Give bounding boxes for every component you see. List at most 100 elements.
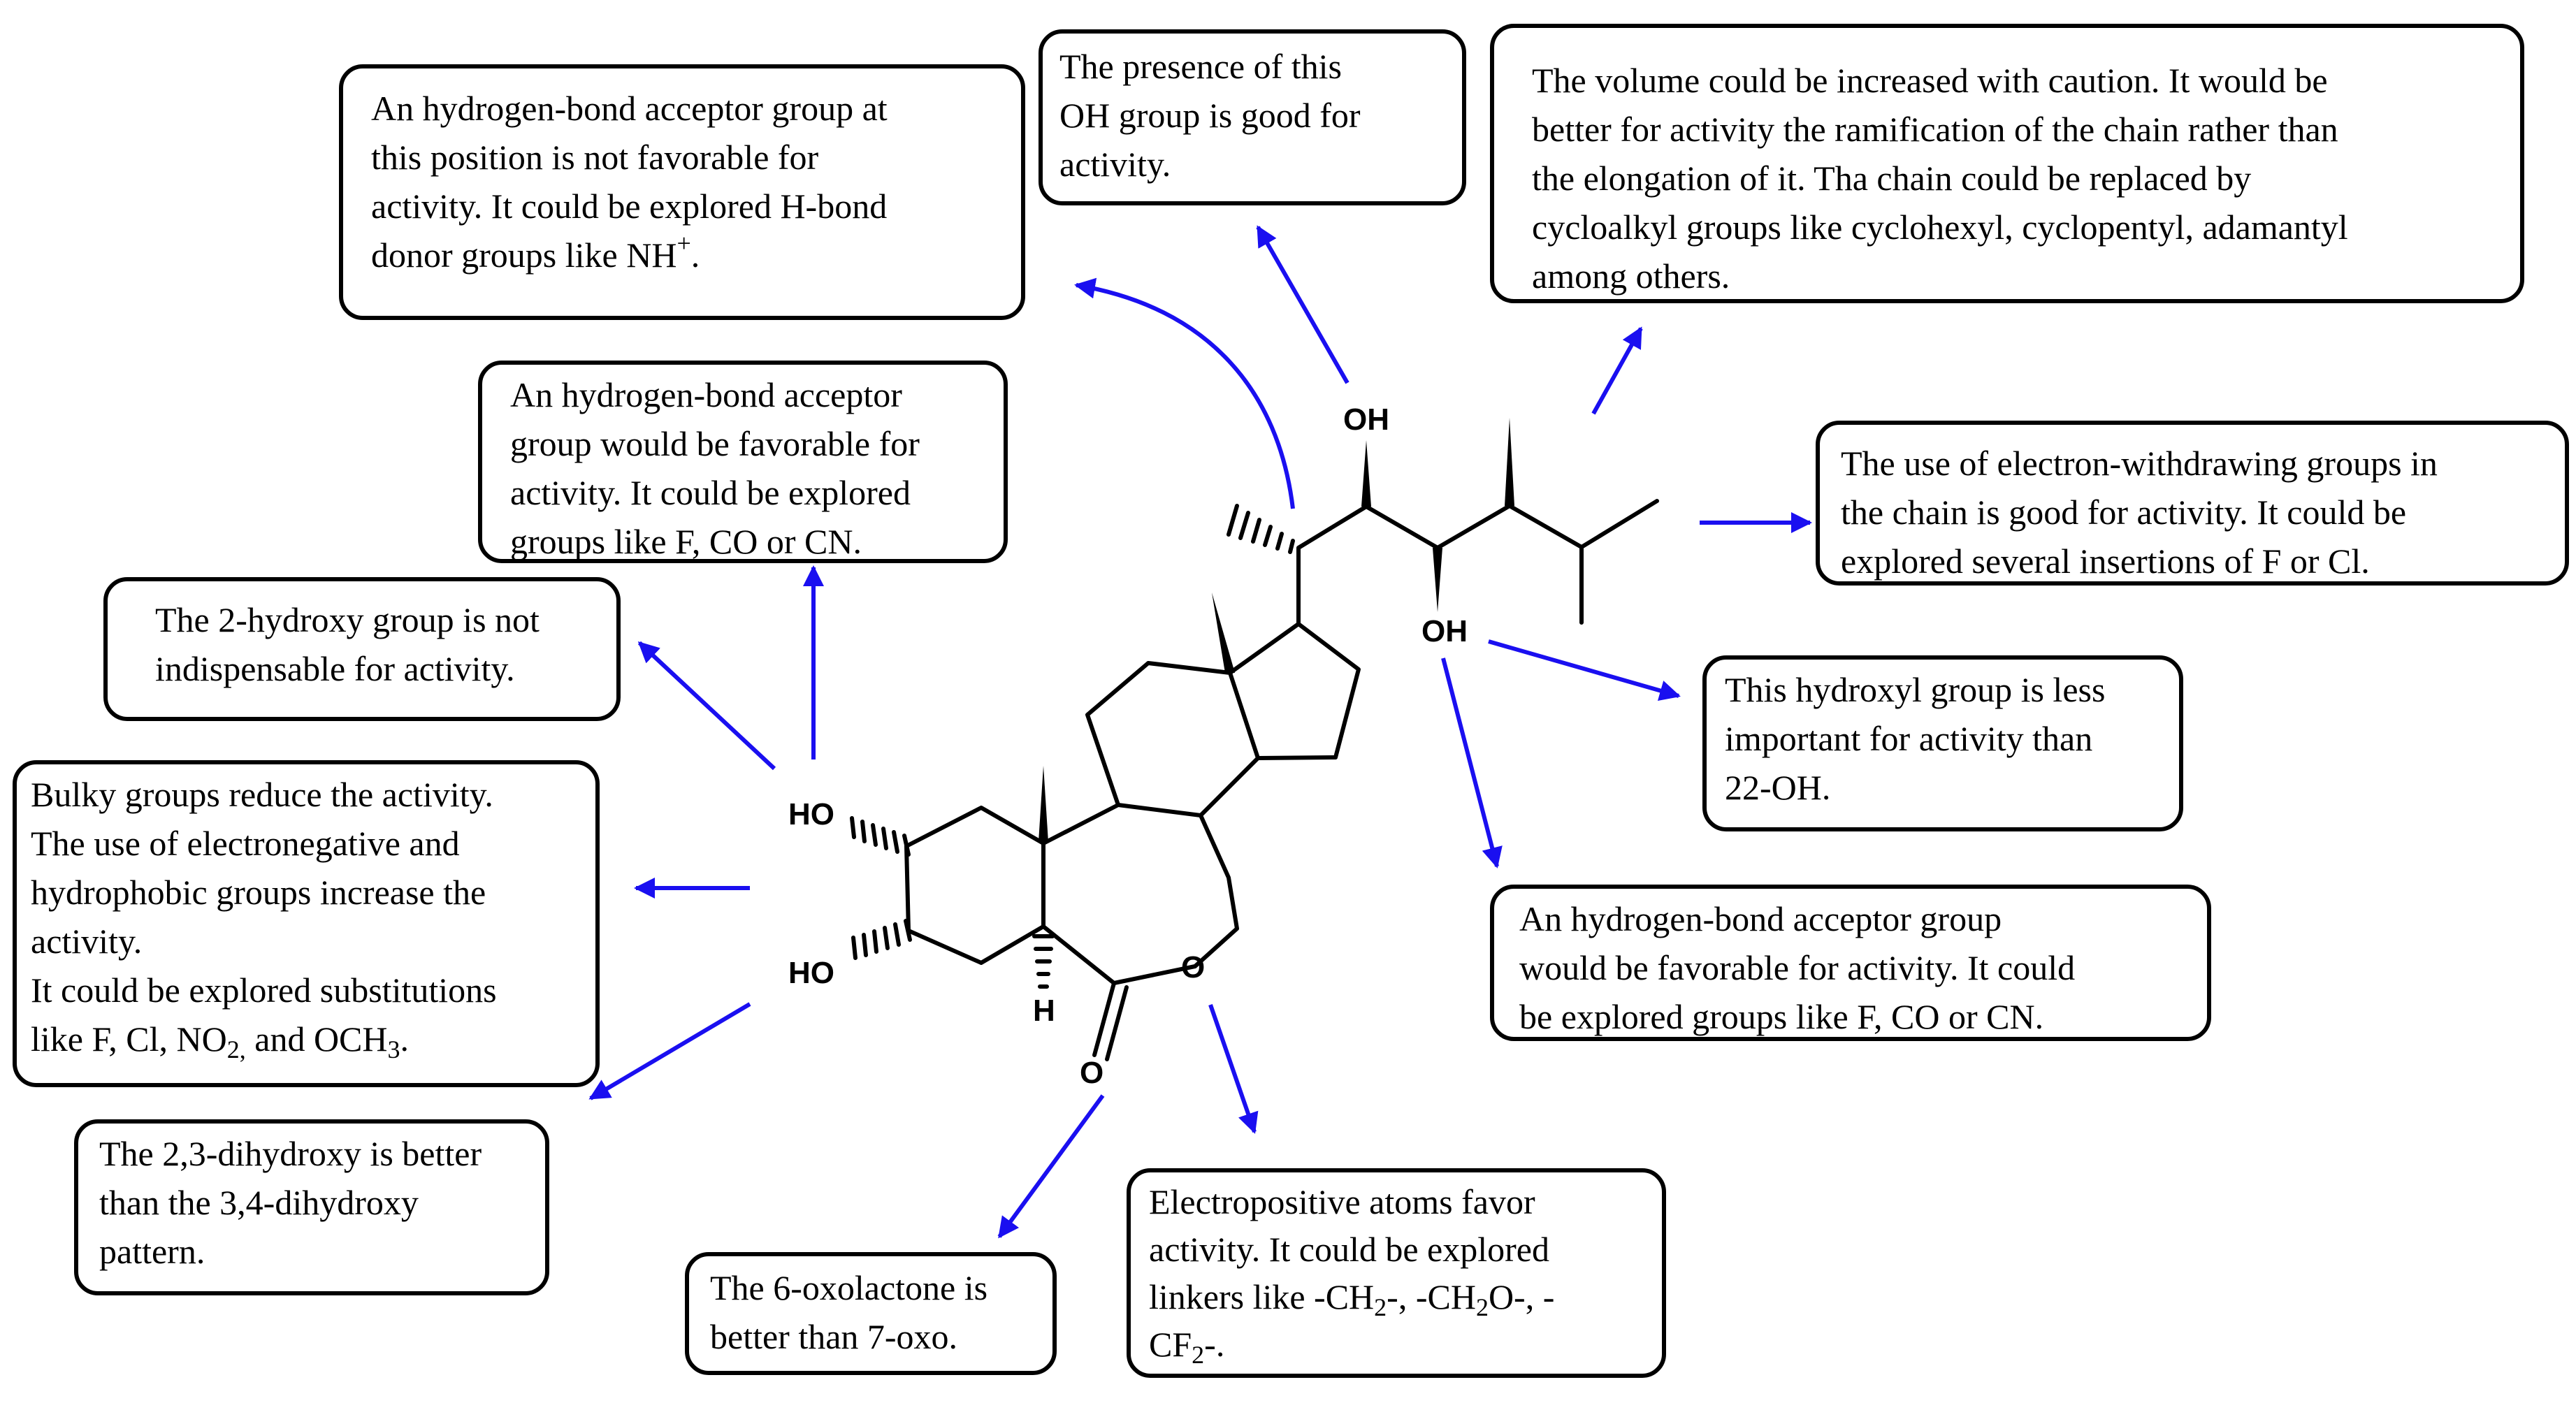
note-line: 22-OH. (1725, 768, 1831, 807)
note-line: The presence of this (1059, 47, 1343, 86)
label-22-oh: OH (1343, 402, 1389, 437)
arrow-electropositive (1208, 1004, 1259, 1134)
arrow-23-oh-less-important (1488, 639, 1681, 701)
note-electropositive: Electropositive atoms favor activity. It… (1127, 1168, 1666, 1378)
label-3-ho: HO (788, 956, 834, 990)
note-line: the chain is good for activity. It could… (1841, 493, 2407, 532)
note-line: activity. It could be explored (510, 473, 911, 512)
note-volume-caution: The volume could be increased with cauti… (1490, 24, 2524, 303)
note-line: Bulky groups reduce the activity. (31, 775, 493, 814)
note-line: This hydroxyl group is less (1725, 670, 2106, 709)
note-line: activity. It could be explored H-bond (371, 187, 888, 226)
note-electron-withdrawing: The use of electron-withdrawing groups i… (1816, 421, 2569, 586)
note-line: the elongation of it. Tha chain could be… (1532, 159, 2252, 198)
note-line: An hydrogen-bond acceptor group at (371, 89, 888, 128)
note-text: like F, Cl, NO (31, 1019, 227, 1059)
note-two-hydroxy: The 2-hydroxy group is not indispensable… (103, 577, 621, 721)
arrow-oxolactone (997, 1094, 1105, 1239)
note-line: donor groups like NH+. (371, 231, 993, 279)
note-text: donor groups like NH (371, 235, 677, 275)
note-line: indispensable for activity. (155, 649, 515, 688)
note-text: linkers like -CH (1149, 1277, 1375, 1316)
note-line: The use of electronegative and (31, 824, 460, 863)
note-line: activity. (31, 922, 143, 961)
note-line: It could be explored substitutions (31, 971, 497, 1010)
note-line: explored several insertions of F or Cl. (1841, 541, 2370, 581)
note-line: be explored groups like F, CO or CN. (1519, 997, 2044, 1036)
hashed-wedge-2-oh (850, 816, 911, 857)
ring-a (904, 806, 1045, 965)
ring-c (1085, 661, 1260, 817)
note-line: An hydrogen-bond acceptor (510, 375, 902, 414)
label-ring-o: O (1181, 950, 1205, 984)
subscript: 2 (1374, 1293, 1387, 1321)
hashed-wedge-c20-methyl (1227, 504, 1295, 554)
note-line: than the 3,4-dihydroxy (99, 1183, 419, 1222)
note-hbond-acceptor-favorable-lower: An hydrogen-bond acceptor group would be… (1490, 885, 2211, 1041)
wedge-c10-methyl (1039, 766, 1048, 842)
note-text: CF (1149, 1325, 1192, 1364)
note-line: groups like F, CO or CN. (510, 522, 862, 561)
note-dihydroxy-pattern: The 2,3-dihydroxy is better than the 3,4… (74, 1119, 549, 1295)
ring-b-lactone (1041, 803, 1239, 985)
subscript: 3 (387, 1035, 400, 1063)
note-text: O-, - (1488, 1277, 1555, 1316)
note-line: linkers like -CH2-, -CH2O-, - (1149, 1273, 1644, 1321)
note-text: -. (1204, 1325, 1225, 1364)
arrows (588, 225, 1812, 1239)
note-text: and OCH (245, 1019, 388, 1059)
atom-labels: OH OH HO HO O O H (788, 402, 1468, 1090)
note-text: -, -CH (1387, 1277, 1476, 1316)
wedge-c13-methyl (1212, 593, 1235, 673)
carbonyl-double-bond (1092, 981, 1129, 1061)
note-line: The 2-hydroxy group is not (155, 600, 540, 639)
note-line: this position is not favorable for (371, 138, 819, 177)
wedge-22-oh (1361, 440, 1371, 507)
note-hbond-acceptor-not-favorable: An hydrogen-bond acceptor group at this … (339, 64, 1025, 320)
side-chain (1296, 499, 1659, 626)
note-hydroxyl-less-important: This hydroxyl group is less important fo… (1702, 655, 2183, 831)
note-line: would be favorable for activity. It coul… (1519, 948, 2076, 987)
molecule-skeleton (850, 418, 1659, 1061)
wedge-23-oh (1433, 548, 1442, 612)
superscript-plus: + (676, 229, 691, 257)
note-line: better for activity the ramification of … (1532, 110, 2338, 149)
label-h5: H (1033, 994, 1055, 1028)
subscript: 2 (1475, 1293, 1489, 1321)
note-line: better than 7-oxo. (710, 1317, 958, 1356)
note-line: The 6-oxolactone is (710, 1268, 988, 1307)
label-carbonyl-o: O (1080, 1056, 1104, 1090)
label-23-oh: OH (1421, 614, 1468, 648)
subscript: 2, (226, 1035, 246, 1063)
note-line: The 2,3-dihydroxy is better (99, 1134, 482, 1173)
arrow-22-oh (1256, 225, 1349, 384)
note-line: OH group is good for (1059, 96, 1361, 135)
note-oh-presence-good: The presence of this OH group is good fo… (1039, 29, 1466, 205)
note-line: activity. It could be explored (1149, 1230, 1549, 1269)
ring-d (1228, 622, 1361, 760)
arrow-20-methyl (1074, 277, 1295, 509)
note-bulky-groups: Bulky groups reduce the activity. The us… (13, 760, 600, 1087)
arrow-2-hydroxy (637, 641, 776, 771)
note-text: . (690, 235, 700, 275)
arrow-chain-volume (1591, 326, 1643, 415)
note-line: like F, Cl, NO2, and OCH3. (31, 1015, 581, 1063)
note-line: hydrophobic groups increase the (31, 873, 486, 912)
note-line: pattern. (99, 1232, 205, 1271)
note-hbond-acceptor-favorable-upper: An hydrogen-bond acceptor group would be… (478, 361, 1008, 563)
hashed-wedge-h5 (1032, 934, 1055, 989)
note-line: An hydrogen-bond acceptor group (1519, 899, 2002, 938)
note-line: group would be favorable for (510, 424, 920, 463)
subscript: 2 (1192, 1341, 1205, 1369)
hashed-wedge-3-oh (851, 919, 912, 960)
note-line: The use of electron-withdrawing groups i… (1841, 444, 2438, 483)
note-line: The volume could be increased with cauti… (1532, 61, 2328, 100)
note-line: cycloalkyl groups like cyclohexyl, cyclo… (1532, 208, 2348, 247)
note-line: Electropositive atoms favor (1149, 1182, 1535, 1221)
note-line: CF2-. (1149, 1321, 1644, 1368)
arrow-dihydroxy (588, 1002, 751, 1100)
note-line: among others. (1532, 256, 1730, 296)
note-text: . (400, 1019, 410, 1059)
